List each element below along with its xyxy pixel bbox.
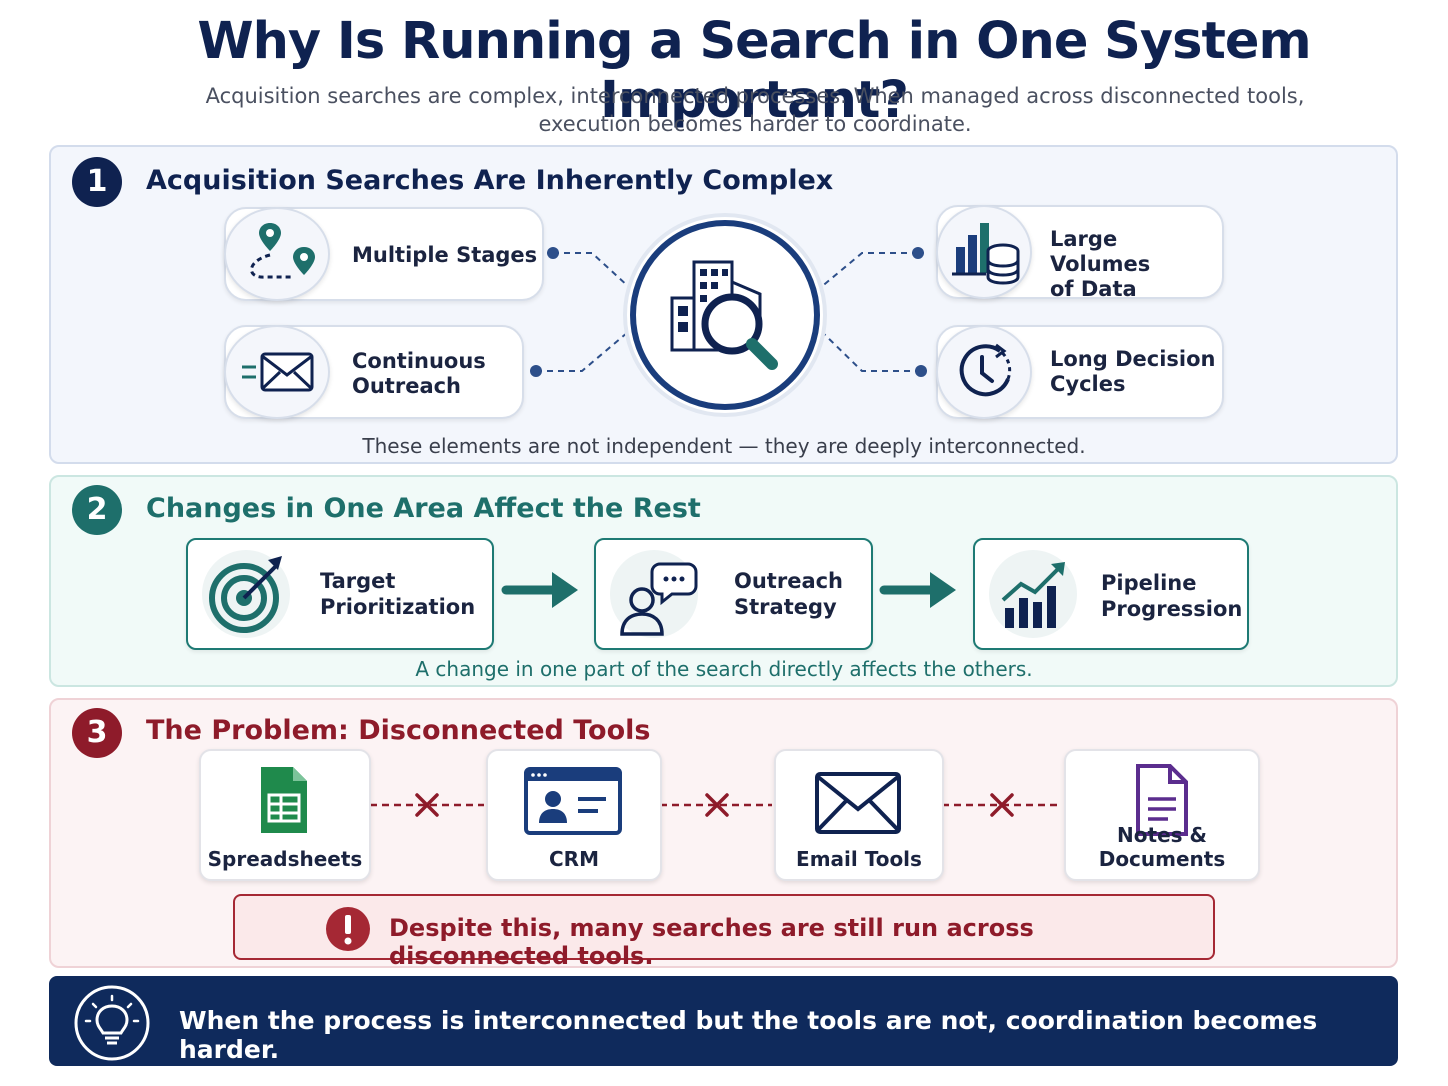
item-continuous-outreach: Continuous Outreach [224, 325, 524, 419]
warning-banner: Despite this, many searches are still ru… [233, 894, 1215, 970]
growth-chart-icon [989, 550, 1077, 638]
item-label-line-2: Strategy [734, 595, 837, 619]
warning-text: Despite this, many searches are still ru… [389, 914, 1034, 970]
section-1-note: These elements are not independent — the… [362, 434, 1086, 458]
item-large-volumes: Large Volumes of Data [936, 205, 1224, 302]
item-label: Multiple Stages [352, 243, 538, 267]
tool-label: CRM [549, 847, 599, 871]
subtitle-line-1: Acquisition searches are complex, interc… [205, 84, 1305, 108]
envelope-icon [815, 772, 901, 834]
item-label: Continuous Outreach [352, 349, 486, 399]
item-label-line-1: Outreach [734, 569, 844, 593]
tool-email: Email Tools [774, 749, 944, 881]
section-2-title: Changes in One Area Affect the Rest [146, 493, 701, 524]
tool-label: Notes & Documents [1098, 823, 1226, 871]
conclusion-text: When the process is interconnected but t… [179, 1006, 1318, 1064]
section-3-title: The Problem: Disconnected Tools [146, 715, 651, 746]
chart-database-icon [936, 205, 1032, 299]
item-label: Pipeline Progression [1101, 570, 1242, 622]
tool-label: Spreadsheets [207, 847, 363, 871]
item-label-line-1: Large Volumes [1050, 227, 1151, 276]
building-search-icon [623, 213, 827, 417]
section-2-note: A change in one part of the search direc… [415, 657, 1033, 681]
item-outreach-strategy: Outreach Strategy [594, 538, 873, 650]
item-multiple-stages: Multiple Stages [224, 207, 544, 301]
clock-icon [936, 325, 1032, 419]
item-label: Long Decision Cycles [1050, 347, 1216, 397]
document-icon [1136, 764, 1188, 836]
item-label: Outreach Strategy [734, 568, 843, 620]
section-2-badge: 2 [72, 485, 122, 535]
item-label-line-1: Long Decision [1050, 347, 1216, 371]
conclusion-banner: When the process is interconnected but t… [49, 976, 1398, 1066]
item-label: Large Volumes of Data [1050, 227, 1222, 302]
item-pipeline-progression: Pipeline Progression [973, 538, 1249, 650]
crm-icon [524, 767, 622, 835]
section-3-badge: 3 [72, 708, 122, 758]
tool-spreadsheets: Spreadsheets [199, 749, 371, 881]
item-label-line-2: Progression [1101, 597, 1243, 621]
envelope-icon [224, 325, 330, 419]
arrow-right-icon [501, 572, 578, 608]
page-subtitle: Acquisition searches are complex, interc… [150, 82, 1360, 138]
alert-icon [326, 907, 370, 951]
tool-label: Email Tools [796, 847, 922, 871]
item-target-prioritization: Target Prioritization [186, 538, 494, 650]
tool-crm: CRM [486, 749, 662, 881]
target-icon [202, 550, 290, 638]
item-label-line-1: Pipeline [1101, 571, 1197, 595]
item-label-line-1: Target [320, 569, 396, 593]
item-label-line-2: of Data [1050, 277, 1137, 301]
item-label: Target Prioritization [320, 568, 475, 620]
spreadsheet-icon [261, 767, 307, 833]
item-label-line-2: Outreach [352, 374, 462, 398]
arrow-right-icon [879, 572, 956, 608]
item-long-decision-cycles: Long Decision Cycles [936, 325, 1224, 419]
section-1-badge: 1 [72, 157, 122, 207]
item-label-line-2: Prioritization [320, 595, 476, 619]
item-label-line-1: Continuous [352, 349, 486, 373]
page-title: Why Is Running a Search in One System Im… [197, 12, 1311, 130]
item-label-line-2: Cycles [1050, 372, 1126, 396]
section-1-title: Acquisition Searches Are Inherently Comp… [146, 165, 834, 196]
person-chat-icon [610, 550, 698, 638]
subtitle-line-2: execution becomes harder to coordinate. [538, 112, 972, 136]
lightbulb-icon [74, 985, 150, 1061]
tool-notes-documents: Notes & Documents [1064, 749, 1260, 881]
route-pins-icon [224, 207, 330, 301]
